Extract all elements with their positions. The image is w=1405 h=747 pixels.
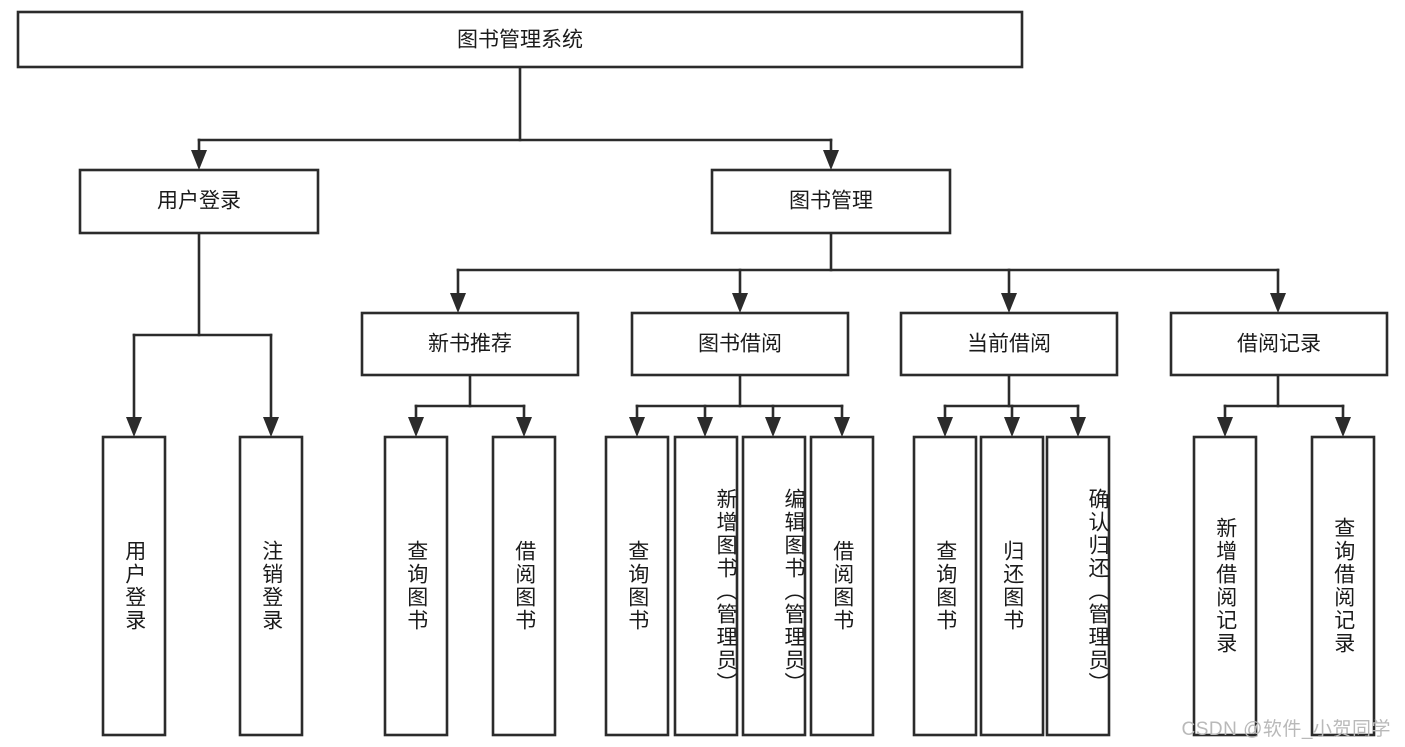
node-leaf-add-book-rect[interactable] [673, 435, 739, 737]
leaf-rect-layer [101, 435, 1376, 737]
arrow-head-leaf-add-book [697, 417, 713, 437]
arrow-head-leaf-user-login [126, 417, 142, 437]
arrow-head-leaf-add-record [1217, 417, 1233, 437]
arrow-head-leaf-borrow-book-2 [834, 417, 850, 437]
node-leaf-edit-book-rect[interactable] [741, 435, 807, 737]
node-book-borrow-rect[interactable] [630, 311, 850, 377]
node-book-manage-rect[interactable] [710, 168, 952, 235]
node-leaf-borrow-book-1-rect[interactable] [491, 435, 557, 737]
node-user-login-rect[interactable] [78, 168, 320, 235]
node-user-login[interactable]: 用户登录 [78, 168, 320, 235]
arrow-head-user-login [191, 150, 207, 170]
arrow-head-leaf-query-book-3 [937, 417, 953, 437]
node-user-login-label: 用户登录 [157, 190, 241, 213]
arrow-head-book-borrow [732, 293, 748, 313]
node-borrow-record-rect[interactable] [1169, 311, 1389, 377]
node-leaf-borrow-book-2-rect[interactable] [809, 435, 875, 737]
node-leaf-return-book-rect[interactable] [979, 435, 1045, 737]
arrow-head-leaf-query-book-1 [408, 417, 424, 437]
node-book-manage-label: 图书管理 [789, 190, 873, 213]
node-root-rect[interactable] [16, 10, 1024, 69]
node-book-borrow[interactable]: 图书借阅 [630, 311, 850, 377]
csdn-watermark: CSDN @软件_小贺同学 [1181, 719, 1391, 740]
node-new-book-recommend-rect[interactable] [360, 311, 580, 377]
arrow-head-leaf-edit-book [765, 417, 781, 437]
node-current-borrow[interactable]: 当前借阅 [899, 311, 1119, 377]
arrow-head-leaf-query-book-2 [629, 417, 645, 437]
arrow-head-new-book-recommend [450, 293, 466, 313]
node-leaf-user-login-rect[interactable] [101, 435, 167, 737]
node-root[interactable]: 图书管理系统 [16, 10, 1024, 69]
node-current-borrow-rect[interactable] [899, 311, 1119, 377]
arrow-head-book-manage [823, 150, 839, 170]
node-book-manage[interactable]: 图书管理 [710, 168, 952, 235]
node-leaf-query-book-1-rect[interactable] [383, 435, 449, 737]
node-current-borrow-label: 当前借阅 [967, 333, 1051, 356]
arrow-head-leaf-borrow-book-1 [516, 417, 532, 437]
node-leaf-confirm-return-rect[interactable] [1045, 435, 1111, 737]
arrow-head-borrow-record [1270, 293, 1286, 313]
node-leaf-query-book-2-rect[interactable] [604, 435, 670, 737]
connector-layer [126, 65, 1351, 437]
node-book-borrow-label: 图书借阅 [698, 333, 782, 356]
node-leaf-query-record-rect[interactable] [1310, 435, 1376, 737]
arrow-head-leaf-query-record [1335, 417, 1351, 437]
node-leaf-user-logout-rect[interactable] [238, 435, 304, 737]
node-borrow-record-label: 借阅记录 [1237, 333, 1321, 356]
node-borrow-record[interactable]: 借阅记录 [1169, 311, 1389, 377]
node-root-label: 图书管理系统 [457, 29, 583, 52]
node-new-book-recommend[interactable]: 新书推荐 [360, 311, 580, 377]
arrow-head-leaf-user-logout [263, 417, 279, 437]
arrow-head-leaf-confirm-return [1070, 417, 1086, 437]
node-new-book-recommend-label: 新书推荐 [428, 333, 512, 356]
node-leaf-query-book-3-rect[interactable] [912, 435, 978, 737]
node-leaf-add-record-rect[interactable] [1192, 435, 1258, 737]
arrow-head-leaf-return-book [1004, 417, 1020, 437]
arrow-head-current-borrow [1001, 293, 1017, 313]
